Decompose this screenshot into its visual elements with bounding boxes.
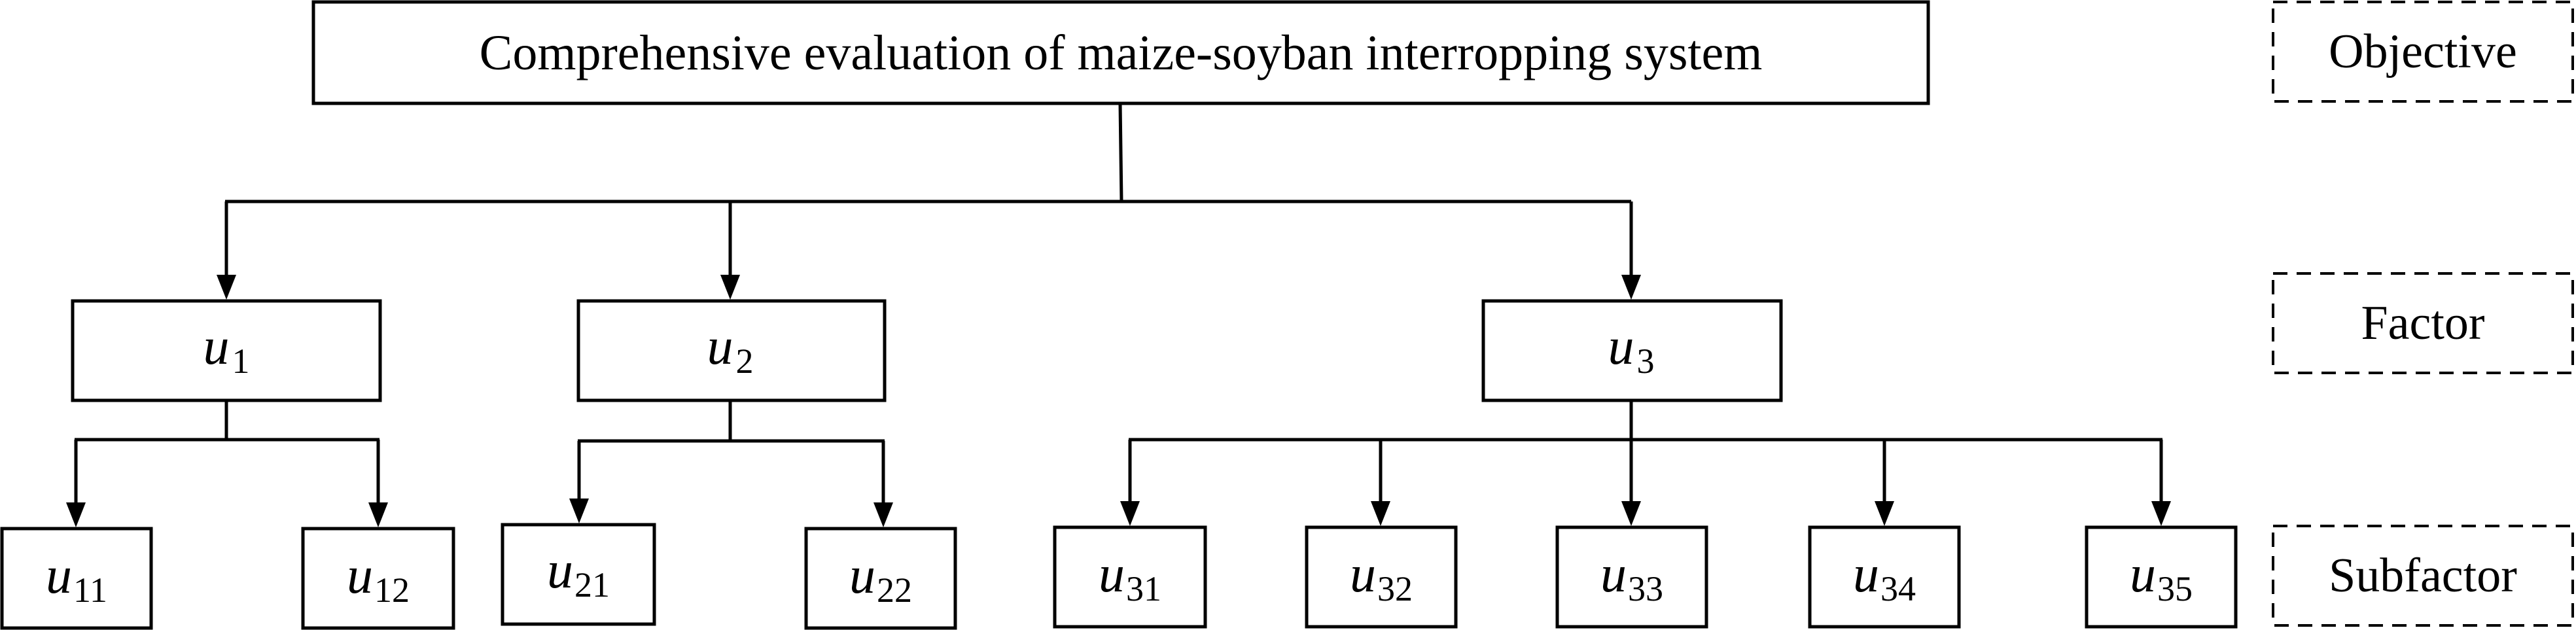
subfactor-node-u33: u33 xyxy=(1555,525,1708,629)
subfactor-box-u22 xyxy=(804,527,957,630)
connectors xyxy=(66,103,2171,527)
arrow-to-u11 xyxy=(66,502,86,527)
factor-node-u2: u2 xyxy=(576,299,887,402)
level-box-objective xyxy=(2272,1,2574,103)
subfactor-node-u22: u22 xyxy=(804,527,957,630)
arrow-to-u12 xyxy=(368,502,388,527)
subfactor-label-u12: u12 xyxy=(347,547,410,610)
subfactor-label-u31: u31 xyxy=(1099,546,1161,608)
subfactor-node-u34: u34 xyxy=(1808,525,1961,629)
factor-label-u3: u3 xyxy=(1608,318,1655,381)
subfactor-box-u35 xyxy=(2085,525,2238,629)
factor-box-u2 xyxy=(576,299,887,402)
subfactor-label-u21: u21 xyxy=(547,542,610,604)
factor-label-u1: u1 xyxy=(203,318,250,381)
factor-box-u3 xyxy=(1481,299,1783,402)
level-box-subfactor xyxy=(2272,525,2574,627)
subfactor-node-u31: u31 xyxy=(1053,525,1207,629)
subfactor-box-u11 xyxy=(0,527,153,630)
subfactor-box-u12 xyxy=(301,527,455,630)
factor-label-u2: u2 xyxy=(707,318,754,381)
subfactor-node-u11: u11 xyxy=(0,527,153,630)
level-text-objective: Objective xyxy=(2329,25,2517,79)
level-label-factor: Factor xyxy=(2272,272,2574,374)
arrow-to-u3 xyxy=(1621,275,1641,300)
arrow-to-u2 xyxy=(720,275,740,300)
subfactor-node-u35: u35 xyxy=(2085,525,2238,629)
factor-box-u1 xyxy=(71,299,382,402)
arrow-to-u1 xyxy=(217,275,236,300)
subfactor-label-u22: u22 xyxy=(849,547,912,610)
subfactor-node-u32: u32 xyxy=(1305,525,1458,629)
subfactor-label-u32: u32 xyxy=(1350,546,1413,608)
arrow-to-u32 xyxy=(1371,501,1390,526)
subfactor-box-u34 xyxy=(1808,525,1961,629)
subfactor-box-u32 xyxy=(1305,525,1458,629)
subfactor-box-u33 xyxy=(1555,525,1708,629)
arrow-to-u34 xyxy=(1875,501,1894,526)
objective-label: Comprehensive evaluation of maize-soyban… xyxy=(480,26,1763,80)
subfactor-label-u35: u35 xyxy=(2130,546,2193,608)
level-text-subfactor: Subfactor xyxy=(2329,549,2517,603)
objective-box xyxy=(311,0,1930,105)
objective-node: Comprehensive evaluation of maize-soyban… xyxy=(311,0,1930,105)
subfactor-label-u34: u34 xyxy=(1853,546,1916,608)
subfactor-box-u21 xyxy=(501,523,656,626)
arrow-to-u31 xyxy=(1120,501,1140,526)
level-label-subfactor: Subfactor xyxy=(2272,525,2574,627)
arrow-to-u35 xyxy=(2151,501,2171,526)
factor-node-u1: u1 xyxy=(71,299,382,402)
arrow-to-u21 xyxy=(569,499,589,523)
subfactor-label-u11: u11 xyxy=(46,547,107,610)
level-label-objective: Objective xyxy=(2272,1,2574,103)
connector-objective-trunk xyxy=(1118,103,1123,202)
subfactor-node-u21: u21 xyxy=(501,523,656,626)
arrow-to-u22 xyxy=(873,502,893,527)
factor-node-u3: u3 xyxy=(1481,299,1783,402)
arrow-to-u33 xyxy=(1621,501,1641,526)
subfactor-box-u31 xyxy=(1053,525,1207,629)
level-text-factor: Factor xyxy=(2361,296,2484,350)
level-box-factor xyxy=(2272,272,2574,374)
subfactor-node-u12: u12 xyxy=(301,527,455,630)
subfactor-label-u33: u33 xyxy=(1600,546,1663,608)
